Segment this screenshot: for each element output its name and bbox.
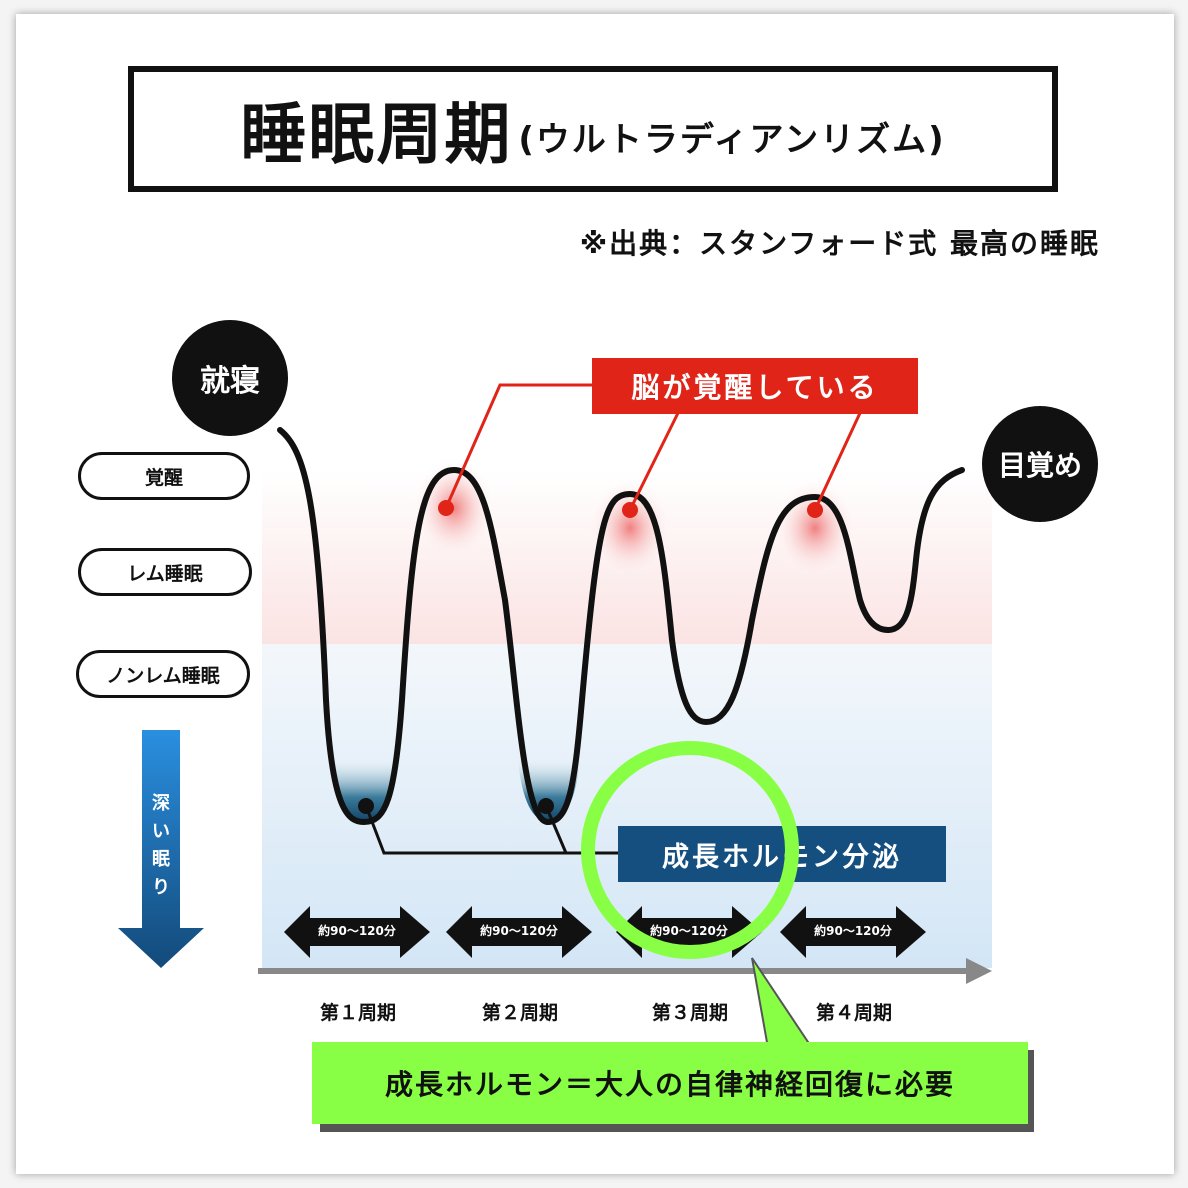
source-citation: ※出典：スタンフォード式 最高の睡眠	[579, 227, 1100, 260]
peak-glow-2	[588, 478, 672, 578]
brain-awake-callout: 脳が覚醒している	[592, 358, 918, 414]
time-axis-arrowhead	[966, 958, 992, 984]
level-nonrem-label: ノンレム睡眠	[106, 664, 220, 687]
period-label-2: 第２周期	[481, 1002, 558, 1024]
cycle-length-label-3: 約90〜120分	[650, 924, 728, 938]
level-nonrem-pill: ノンレム睡眠	[76, 650, 250, 698]
red-callout-line-2	[628, 412, 680, 511]
level-awake-label: 覚醒	[144, 466, 183, 489]
red-dot-1	[438, 500, 454, 516]
highlight-ring	[581, 741, 799, 959]
red-dot-3	[807, 502, 823, 518]
title-box: 睡眠周期 (ウルトラディアンリズム)	[128, 66, 1058, 192]
cycle-arrow-4	[780, 906, 926, 958]
title-sub: (ウルトラディアンリズム)	[518, 119, 946, 160]
period-label-1: 第１周期	[319, 1002, 396, 1024]
growth-hormone-callout: 成長ホルモン分泌	[618, 826, 946, 882]
cycle-length-label-4: 約90〜120分	[814, 924, 892, 938]
trough-dot-2	[538, 798, 554, 814]
deep-sleep-arrow	[118, 730, 204, 968]
deep-sleep-char: り	[152, 877, 170, 898]
cycle-length-label-2: 約90〜120分	[480, 924, 558, 938]
period-label-4: 第４周期	[815, 1002, 892, 1024]
deep-sleep-char: 深	[152, 793, 170, 814]
end-label: 目覚め	[997, 449, 1082, 482]
red-dot-2	[622, 502, 638, 518]
start-circle: 就寝	[172, 320, 288, 436]
level-rem-label: レム睡眠	[127, 562, 203, 585]
start-label: 就寝	[200, 364, 260, 399]
level-rem-pill: レム睡眠	[78, 548, 252, 596]
trough-dot-1	[358, 798, 374, 814]
cycle-length-label-1: 約90〜120分	[318, 924, 396, 938]
cycle-arrow-1	[284, 906, 430, 958]
gh-connector-line	[364, 805, 620, 855]
period-label-3: 第３周期	[651, 1002, 728, 1024]
end-circle: 目覚め	[982, 406, 1098, 522]
cycle-arrow-2	[446, 906, 592, 958]
sleep-curve	[277, 427, 965, 825]
deep-sleep-char: い	[152, 821, 170, 842]
red-callout-line-3	[813, 412, 862, 511]
note-box: 成長ホルモン＝大人の自律神経回復に必要	[312, 1042, 1028, 1124]
gh-connector-line-2	[544, 805, 568, 854]
deep-sleep-char: 眠	[152, 849, 170, 870]
red-callout-line-1	[444, 383, 594, 509]
trough-fill-1	[332, 760, 396, 822]
title-main: 睡眠周期	[240, 96, 513, 173]
deep-sleep-label: 深 い 眠 り	[146, 790, 176, 902]
level-awake-pill: 覚醒	[78, 452, 250, 500]
